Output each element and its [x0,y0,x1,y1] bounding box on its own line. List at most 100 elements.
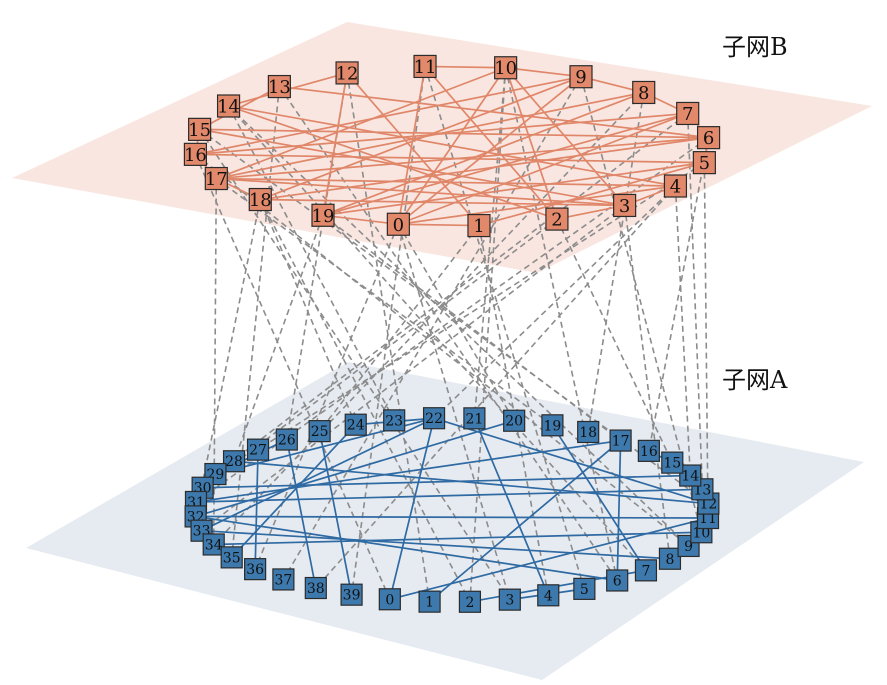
plane-subnet-b [12,22,872,273]
inter-edge-38 [233,215,324,462]
subnet-a-edge-9 [195,515,709,519]
subnet-a-node-16: 16 [637,439,660,462]
subnet-b-node-15: 15 [188,117,212,141]
subnet-b-node-box [467,213,491,238]
subnet-a-node-28: 28 [222,450,246,473]
subnet-a-node-3: 3 [498,588,521,611]
subnet-a-node-label: 34 [205,537,223,553]
inter-edge-8 [433,185,676,419]
subnet-b-node-label: 7 [682,104,693,125]
subnet-a-edge-5 [551,424,647,571]
subnet-b-node-box [569,65,593,89]
inter-edge-31 [199,128,709,505]
subnet-b-node-label: 13 [268,77,291,98]
subnet-b-node-3: 3 [613,193,637,218]
subnet-a-node-box [272,568,295,591]
subnet-a-node-label: 37 [274,572,292,588]
subnet-a-node-38: 38 [304,576,327,600]
subnet-b-edge-17 [504,67,626,207]
subnet-a-node-17: 17 [609,429,632,452]
subnet-b-node-box [335,61,359,85]
subnet-b-edge-16 [504,67,558,220]
subnet-a-node-label: 35 [223,550,241,566]
subnet-a-node-label: 14 [681,469,699,485]
subnet-a-node-24: 24 [344,413,367,436]
subnet-b-node-label: 19 [312,206,335,227]
subnet-a-node-22: 22 [422,407,446,430]
subnet-a-node-label: 25 [311,424,329,440]
subnet-b-node-11: 11 [413,54,437,79]
subnet-a-edge-13 [285,439,317,589]
subnet-b-node-6: 6 [696,126,721,150]
subnet-b-node-box [248,187,272,212]
subnet-a-node-box [340,583,363,606]
subnet-a-node-box [658,547,682,570]
subnet-b-node-label: 9 [575,67,586,88]
inter-edge-5 [556,218,674,463]
subnet-a-node-25: 25 [308,420,331,443]
subnet-a-node-label: 2 [465,595,474,611]
subnet-a-node-box [308,420,331,443]
subnet-a-edge-11 [213,531,702,546]
subnet-b-edge-10 [322,72,348,216]
subnet-b-label: 子网B [722,33,788,61]
subnet-a-edge-18 [233,460,709,505]
subnet-a-node-36: 36 [244,558,267,581]
subnet-b-node-label: 12 [336,63,359,84]
subnet-b-edge-23 [322,112,688,217]
subnet-a-node-2: 2 [458,590,482,613]
subnet-a-node-23: 23 [383,409,406,432]
subnet-a-node-box [463,407,486,430]
subnet-b-node-box [216,94,241,118]
subnet-a-node-box [637,439,660,462]
subnet-b-node-2: 2 [545,207,569,231]
inter-edge-24 [346,72,431,602]
subnet-a-node-box [422,407,446,430]
subnet-b-edge-29 [425,65,506,69]
subnet-b-node-8: 8 [632,80,656,105]
subnet-a-node-15: 15 [661,451,684,474]
subnet-b-node-label: 1 [473,216,484,237]
subnet-b-node-box [413,54,437,79]
subnet-a-node-label: 26 [278,433,296,449]
subnet-b-node-box [267,74,291,99]
subnet-b-edge-37 [398,223,479,227]
subnet-a-label: 子网A [722,366,788,394]
subnet-a-node-label: 16 [640,444,658,460]
subnet-a-node-box [244,558,267,581]
subnet-a-node-box [503,409,526,432]
subnet-b-edge-24 [398,112,688,226]
subnet-a-node-label: 7 [641,563,650,579]
subnet-b-edge-14 [216,66,506,180]
subnet-a-node-label: 9 [684,539,693,555]
subnet-a-node-box [537,584,560,607]
subnet-b-edge-44 [216,177,625,207]
subnet-a-node-label: 36 [246,562,264,578]
subnet-b-edge-25 [260,136,709,201]
subnet-b-node-label: 16 [184,145,207,166]
subnet-a-node-label: 1 [425,595,434,611]
subnet-b-node-box [696,126,721,150]
subnet-b-node-box [676,101,700,126]
subnet-a-node-box [202,533,225,556]
inter-edge-2 [478,225,550,596]
subnet-b-edge-7 [228,105,558,220]
subnet-a-node-0: 0 [378,588,401,611]
subnet-a-node-37: 37 [272,568,295,591]
subnet-a-node-1: 1 [418,590,441,613]
subnet-b-edge-12 [397,66,426,225]
inter-edge-36 [194,199,262,517]
subnet-a-node-8: 8 [658,547,682,570]
subnet-b-node-5: 5 [692,151,716,175]
subnet-a-node-label: 4 [544,588,553,604]
inter-edge-21 [473,67,507,419]
inter-edge-18 [282,76,582,580]
subnet-a-edge-12 [231,424,357,558]
subnet-b-node-box [386,212,410,236]
subnet-a-node-34: 34 [202,533,225,556]
subnet-a-node-21: 21 [463,407,486,430]
subnet-b-node-12: 12 [335,61,359,85]
subnet-b-node-label: 15 [188,120,211,141]
subnet-a-node-label: 0 [385,592,394,608]
subnet-a-node-label: 28 [225,454,243,470]
